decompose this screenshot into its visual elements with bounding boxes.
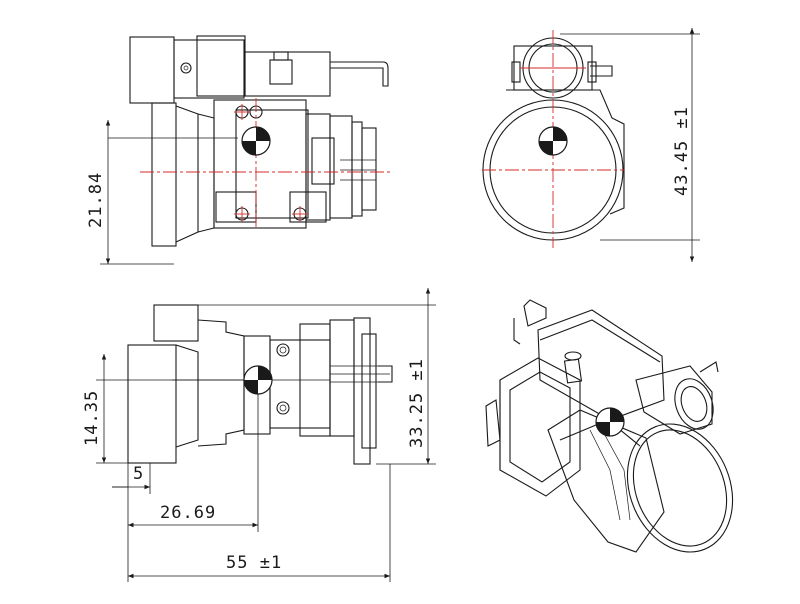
dimension-height-33-25: 33.25 ±1 (407, 358, 427, 448)
bottom-left-top-view: 14.35 33.25 ±1 5 26.69 55 ±1 (82, 288, 436, 582)
dimension-height-21-84: 21.84 (86, 172, 106, 228)
center-of-gravity-icon (243, 365, 273, 395)
bottom-right-isometric-view (485, 299, 734, 553)
top-left-side-view: 21.84 (86, 35, 392, 265)
dimension-length-55: 55 ±1 (226, 553, 282, 573)
center-of-gravity-icon (241, 126, 271, 156)
center-of-gravity-icon (595, 407, 625, 437)
top-right-front-view: 43.45 ±1 (482, 28, 700, 262)
dimension-length-26-69: 26.69 (160, 503, 216, 523)
dimension-length-5: 5 (133, 464, 144, 484)
dimension-height-14-35: 14.35 (82, 390, 102, 446)
center-of-gravity-icon (538, 126, 568, 156)
dimension-height-43-45: 43.45 ±1 (672, 106, 692, 196)
